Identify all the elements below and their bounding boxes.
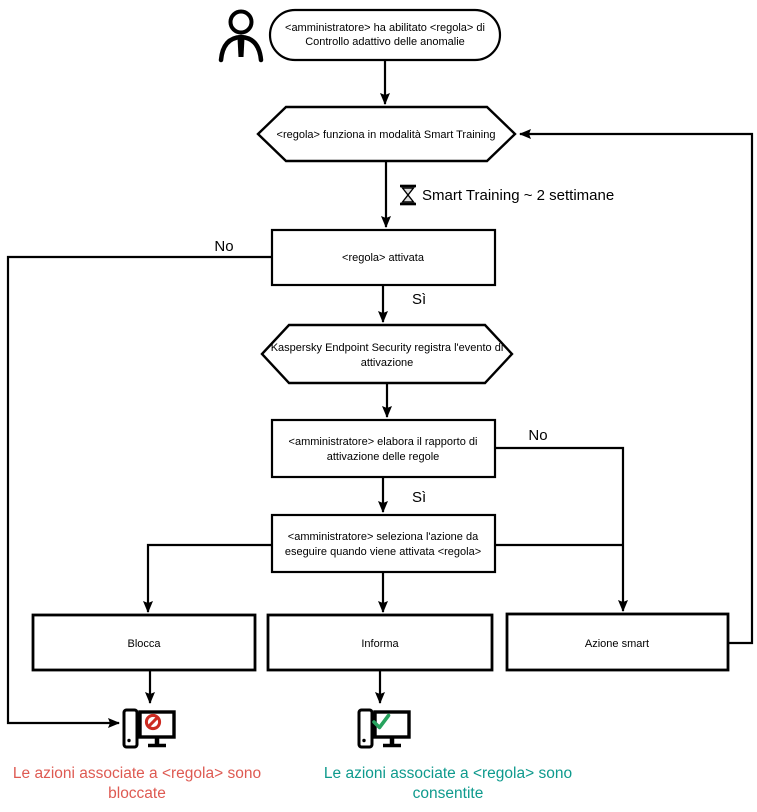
edge-label-no-left: No	[214, 238, 233, 255]
allowed-caption-line1: Le azioni associate a <regola> sono	[324, 765, 572, 782]
prohibition-icon	[144, 713, 162, 731]
block-label: Blocca	[127, 638, 161, 650]
administrator-icon	[218, 9, 264, 63]
smart-training-label: <regola> funziona in modalità Smart Trai…	[277, 129, 496, 141]
edge-label-yes-bottom: Sì	[412, 489, 426, 506]
start-node	[268, 8, 502, 62]
smart-action-label: Azione smart	[585, 638, 649, 650]
allowed-caption-line2: consentite	[413, 785, 484, 802]
inform-node	[266, 613, 494, 672]
edge-label-no-right: No	[528, 427, 547, 444]
hourglass-icon	[400, 184, 416, 206]
admin-select-label-line2: eseguire quando viene attivata <regola>	[285, 546, 481, 558]
admin-report-label-line1: <amministratore> elabora il rapporto di	[289, 436, 478, 448]
admin-report-node	[270, 418, 497, 479]
kes-logs-label-line1: Kaspersky Endpoint Security registra l'e…	[271, 342, 504, 354]
admin-report-label-line2: attivazione delle regole	[327, 451, 440, 463]
training-duration-label: Smart Training ~ 2 settimane	[422, 187, 614, 204]
admin-select-node	[270, 513, 497, 574]
edge-no-to-blocked	[6, 255, 272, 728]
inform-label: Informa	[361, 638, 399, 650]
start-node-label-line1: <amministratore> ha abilitato <regola> d…	[285, 22, 485, 34]
block-node	[31, 613, 257, 672]
smart-training-node	[256, 105, 517, 163]
allowed-computer-icon	[357, 708, 411, 749]
rule-triggered-label: <regola> attivata	[342, 252, 425, 264]
kes-logs-label-line2: attivazione	[361, 357, 414, 369]
edge-no-to-smart-action	[495, 446, 628, 612]
start-node-label-line2: Controllo adattivo delle anomalie	[305, 36, 465, 48]
check-icon	[372, 713, 391, 730]
admin-select-label-line1: <amministratore> seleziona l'azione da	[288, 531, 479, 543]
blocked-caption-line1: Le azioni associate a <regola> sono	[13, 765, 261, 782]
edge-smart-action-loop	[519, 129, 754, 645]
kes-logs-node	[260, 323, 514, 385]
smart-action-node	[505, 612, 730, 672]
edge-label-yes-top: Sì	[412, 291, 426, 308]
edge-select-to-block	[143, 543, 272, 613]
blocked-caption-line2: bloccate	[108, 785, 166, 802]
rule-triggered-node	[270, 228, 497, 287]
blocked-computer-icon	[122, 708, 176, 749]
